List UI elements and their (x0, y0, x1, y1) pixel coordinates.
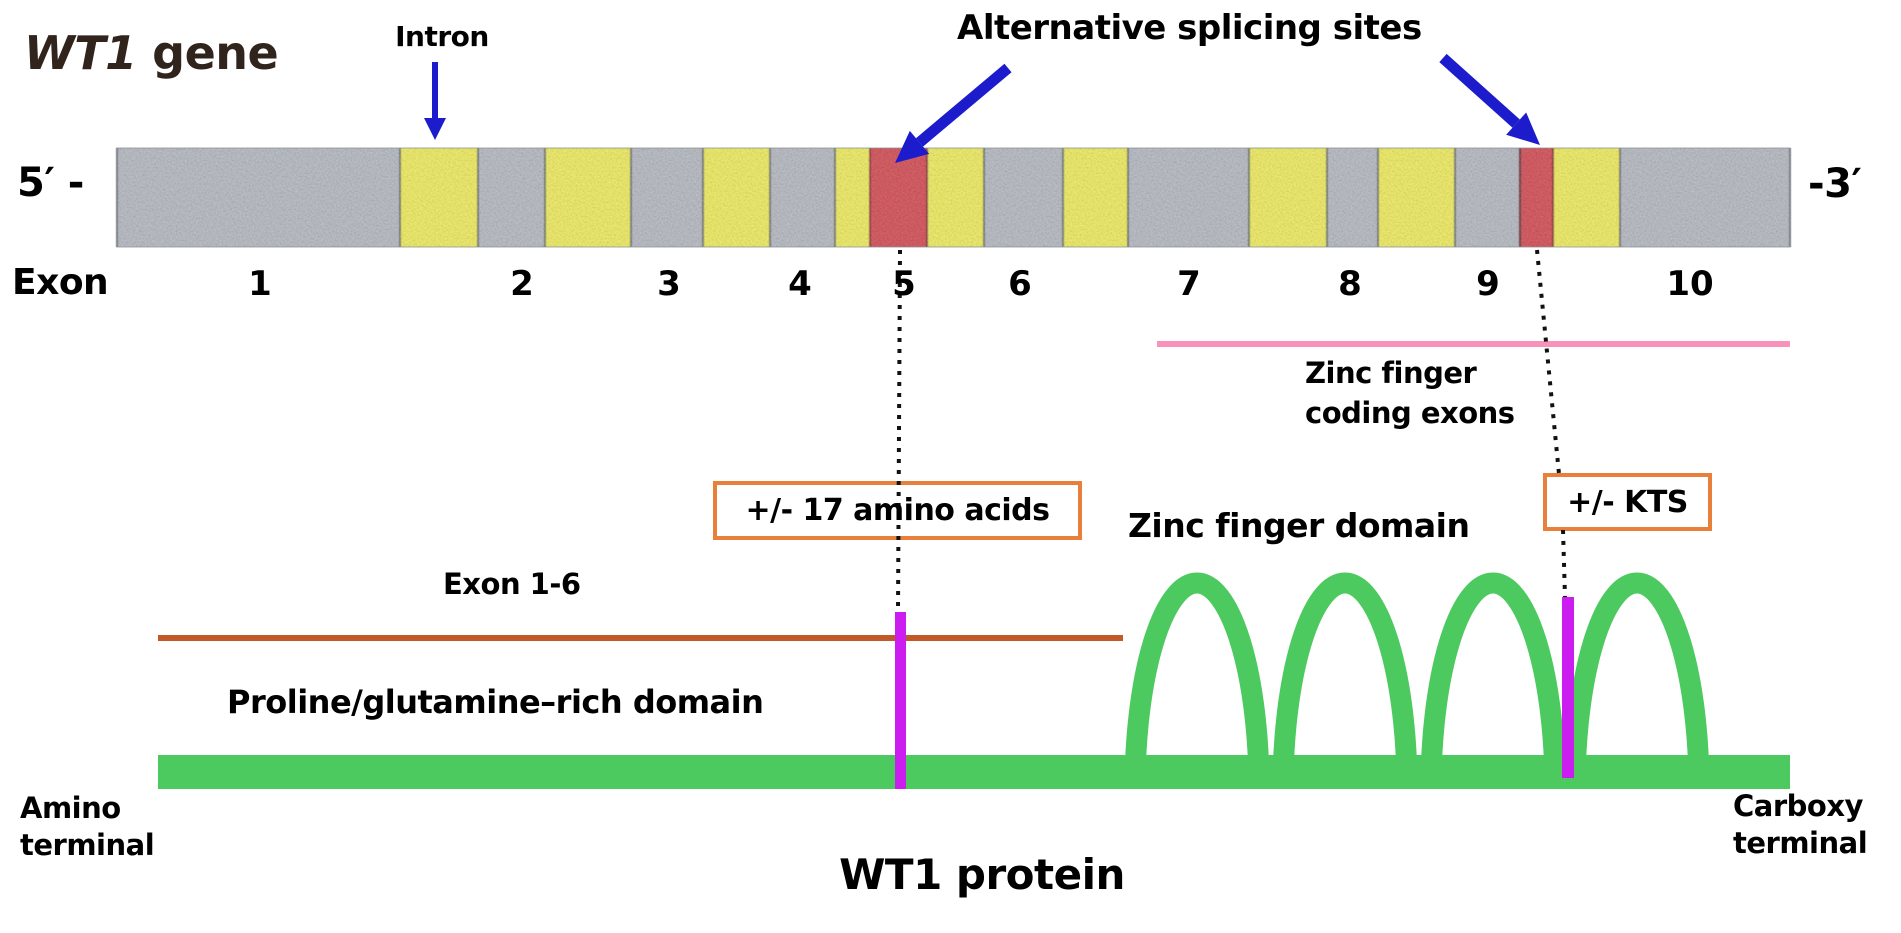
splice-insert-17aa-bar (895, 612, 906, 789)
intron-arrow-head (424, 118, 446, 140)
zinc-coding-line1: Zinc finger (1305, 356, 1477, 390)
zinc-finger-loop-4 (1564, 572, 1710, 790)
gene-bar (115, 147, 1792, 248)
dotted-leader-3 (1561, 529, 1567, 598)
zinc-finger-loop-2 (1272, 572, 1418, 790)
five-prime-label: 5′ - (17, 160, 84, 206)
dotted-leader-2 (1535, 249, 1561, 475)
exon-number-1: 1 (248, 264, 272, 304)
exon-row-label: Exon (12, 262, 109, 303)
alt-splice-arrow-left-head (895, 130, 930, 163)
alternative-splicing-sites-label: Alternative splicing sites (957, 8, 1422, 48)
bar-texture-light (117, 148, 1790, 247)
exon-number-10: 10 (1666, 264, 1714, 304)
zinc-coding-exons-line (1157, 341, 1790, 347)
zinc-coding-line2: coding exons (1305, 396, 1515, 430)
gene-title-rest: gene (136, 26, 279, 80)
intron-arrow (424, 62, 446, 140)
exon-number-3: 3 (657, 264, 681, 304)
carboxy-line2: terminal (1733, 826, 1868, 860)
alt-splice-arrow-right-shaft (1439, 53, 1520, 128)
page-title: WT1 gene (24, 26, 279, 80)
alt-splice-arrow-right (1439, 53, 1540, 145)
zinc-finger-loop-3 (1420, 572, 1566, 790)
protein-backbone-bar (158, 755, 1790, 789)
exon-1-6-label: Exon 1-6 (443, 567, 581, 601)
exon-number-7: 7 (1177, 264, 1201, 304)
amino-line2: terminal (20, 828, 155, 862)
amino-line1: Amino (20, 791, 121, 825)
exon-1-6-line (158, 635, 1123, 641)
zinc-finger-domain-label: Zinc finger domain (1128, 506, 1470, 545)
wt1-protein-label: WT1 protein (839, 850, 1125, 899)
zinc-finger-coding-exons-label: Zinc finger coding exons (1305, 353, 1515, 433)
gene-name-italic: WT1 (24, 26, 137, 80)
exon-number-9: 9 (1476, 264, 1500, 304)
alt-splice-arrow-right-head (1506, 112, 1540, 145)
plus-minus-17aa-box-label: +/- 17 amino acids (745, 493, 1050, 528)
splice-insert-kts-bar (1562, 597, 1574, 778)
alt-splice-arrow-left-shaft (915, 63, 1012, 147)
exon-number-4: 4 (788, 264, 812, 304)
intron-label: Intron (395, 20, 489, 53)
dotted-leader-1 (896, 249, 902, 613)
zinc-finger-loop-1 (1124, 572, 1270, 790)
three-prime-label: -3′ (1808, 161, 1862, 207)
exon-number-2: 2 (510, 264, 534, 304)
bar-outline (116, 147, 1791, 248)
alt-splice-arrow-left (895, 63, 1012, 163)
exon-number-6: 6 (1008, 264, 1032, 304)
exon-number-8: 8 (1338, 264, 1362, 304)
box-kts (1543, 473, 1712, 531)
carboxy-terminal-label: Carboxy terminal (1733, 788, 1868, 862)
plus-minus-kts-box-label: +/- KTS (1567, 484, 1688, 520)
exon-number-5: 5 (892, 264, 916, 304)
proline-glutamine-domain-label: Proline/glutamine–rich domain (227, 683, 764, 721)
carboxy-line1: Carboxy (1733, 789, 1863, 823)
amino-terminal-label: Amino terminal (20, 790, 155, 864)
